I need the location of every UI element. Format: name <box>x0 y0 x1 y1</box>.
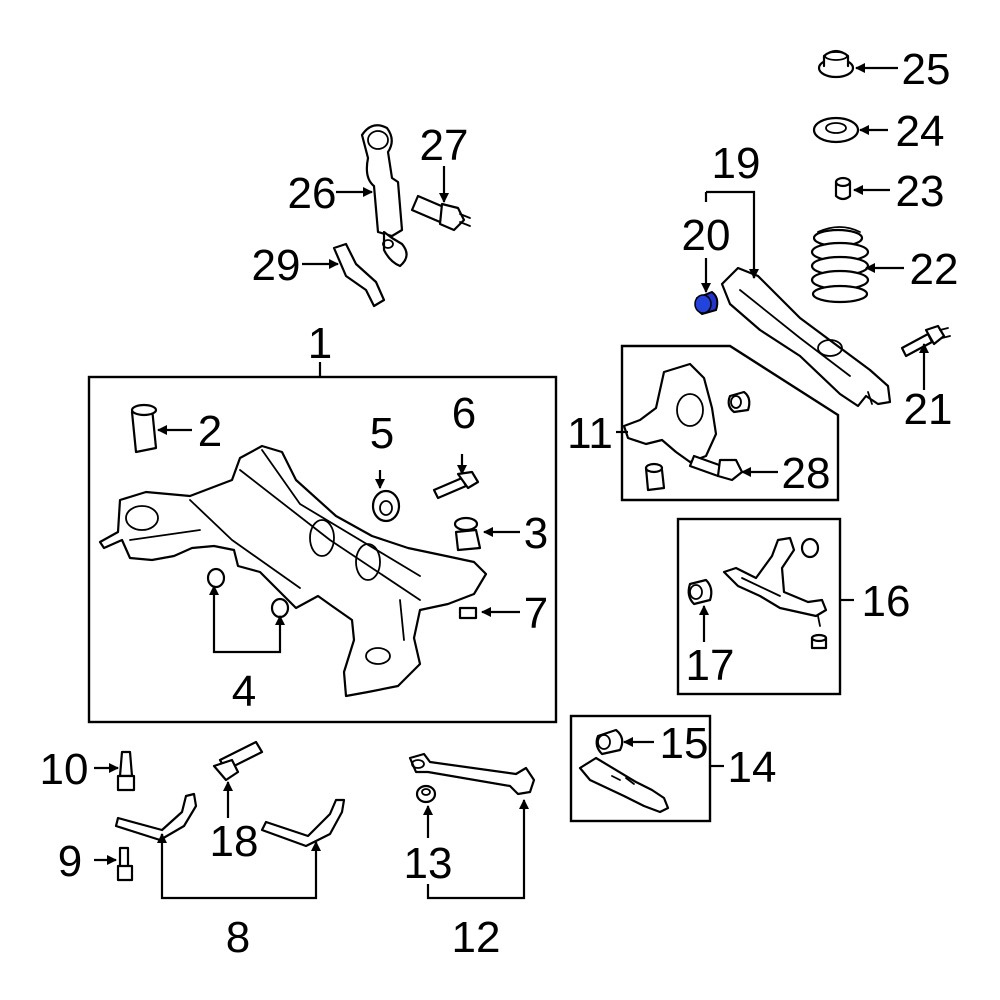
callout-28: 28 <box>782 449 831 498</box>
knuckle[interactable] <box>622 362 718 492</box>
callout-21: 21 <box>904 385 953 434</box>
spring-seat[interactable] <box>812 116 860 144</box>
upper-arm-bushing[interactable] <box>687 578 713 606</box>
callout-19: 19 <box>712 139 761 188</box>
callout-16: 16 <box>862 577 911 626</box>
knuckle-bolt[interactable] <box>688 454 744 482</box>
lateral-link[interactable] <box>408 752 536 796</box>
callout-27: 27 <box>420 121 469 170</box>
upper-control-arm[interactable] <box>722 536 828 627</box>
knuckle-group-box <box>620 344 840 502</box>
callout-25: 25 <box>902 45 951 94</box>
callout-4: 4 <box>232 667 256 716</box>
crossmember-bushing-5[interactable] <box>371 489 401 523</box>
leader-lines <box>94 63 929 900</box>
crossmember-bolt-6[interactable] <box>432 470 480 500</box>
callout-7: 7 <box>524 589 548 638</box>
callout-18: 18 <box>210 817 259 866</box>
callout-26: 26 <box>288 169 337 218</box>
upper-arm-group-box <box>676 517 842 696</box>
callout-10: 10 <box>40 745 89 794</box>
callout-8: 8 <box>226 913 250 962</box>
toe-link-group-box <box>569 714 712 823</box>
shock-absorber[interactable] <box>360 124 408 268</box>
bump-stop[interactable] <box>834 176 852 201</box>
callout-15: 15 <box>660 719 709 768</box>
crossmember-mount-3[interactable] <box>453 516 482 552</box>
crossmember-bushing-4b[interactable] <box>270 597 290 619</box>
crossmember-bushing-4a[interactable] <box>206 567 226 589</box>
lower-control-arm[interactable] <box>720 266 892 408</box>
lower-arm-bushing[interactable] <box>694 290 719 316</box>
bolt-upper[interactable] <box>116 750 136 792</box>
callout-12: 12 <box>452 913 501 962</box>
crossmember[interactable] <box>98 444 488 698</box>
toe-link[interactable] <box>578 756 670 814</box>
callout-9: 9 <box>58 837 82 886</box>
spring-insulator-upper[interactable] <box>817 49 855 79</box>
knuckle-bushing[interactable] <box>727 390 751 414</box>
callout-22: 22 <box>910 245 959 294</box>
coil-spring[interactable] <box>810 226 870 304</box>
brace-right[interactable] <box>260 798 346 848</box>
callout-23: 23 <box>896 167 945 216</box>
lateral-link-bushing[interactable] <box>415 784 437 804</box>
arm-bolt[interactable] <box>900 324 951 358</box>
crossmember-group-box <box>87 375 558 724</box>
callout-2: 2 <box>198 407 222 456</box>
shock-bracket[interactable] <box>332 242 386 308</box>
shock-bolt[interactable] <box>410 194 471 232</box>
callout-29: 29 <box>252 241 301 290</box>
crossmember-bushing-2[interactable] <box>130 403 158 454</box>
callout-24: 24 <box>896 107 945 156</box>
callout-1: 1 <box>308 319 332 368</box>
callout-3: 3 <box>524 509 548 558</box>
crossmember-nut-7[interactable] <box>458 606 478 620</box>
callout-5: 5 <box>370 409 394 458</box>
callout-6: 6 <box>452 389 476 438</box>
upper-arm-nut[interactable] <box>810 633 828 650</box>
callout-11: 11 <box>567 409 613 458</box>
brace-left[interactable] <box>114 792 198 842</box>
callout-17: 17 <box>686 641 735 690</box>
brace-bolt[interactable] <box>212 740 264 782</box>
callout-20: 20 <box>682 211 731 260</box>
bolt-lower[interactable] <box>116 846 134 882</box>
callout-14: 14 <box>728 743 777 792</box>
toe-link-bushing[interactable] <box>595 728 624 756</box>
callout-13: 13 <box>404 839 453 888</box>
